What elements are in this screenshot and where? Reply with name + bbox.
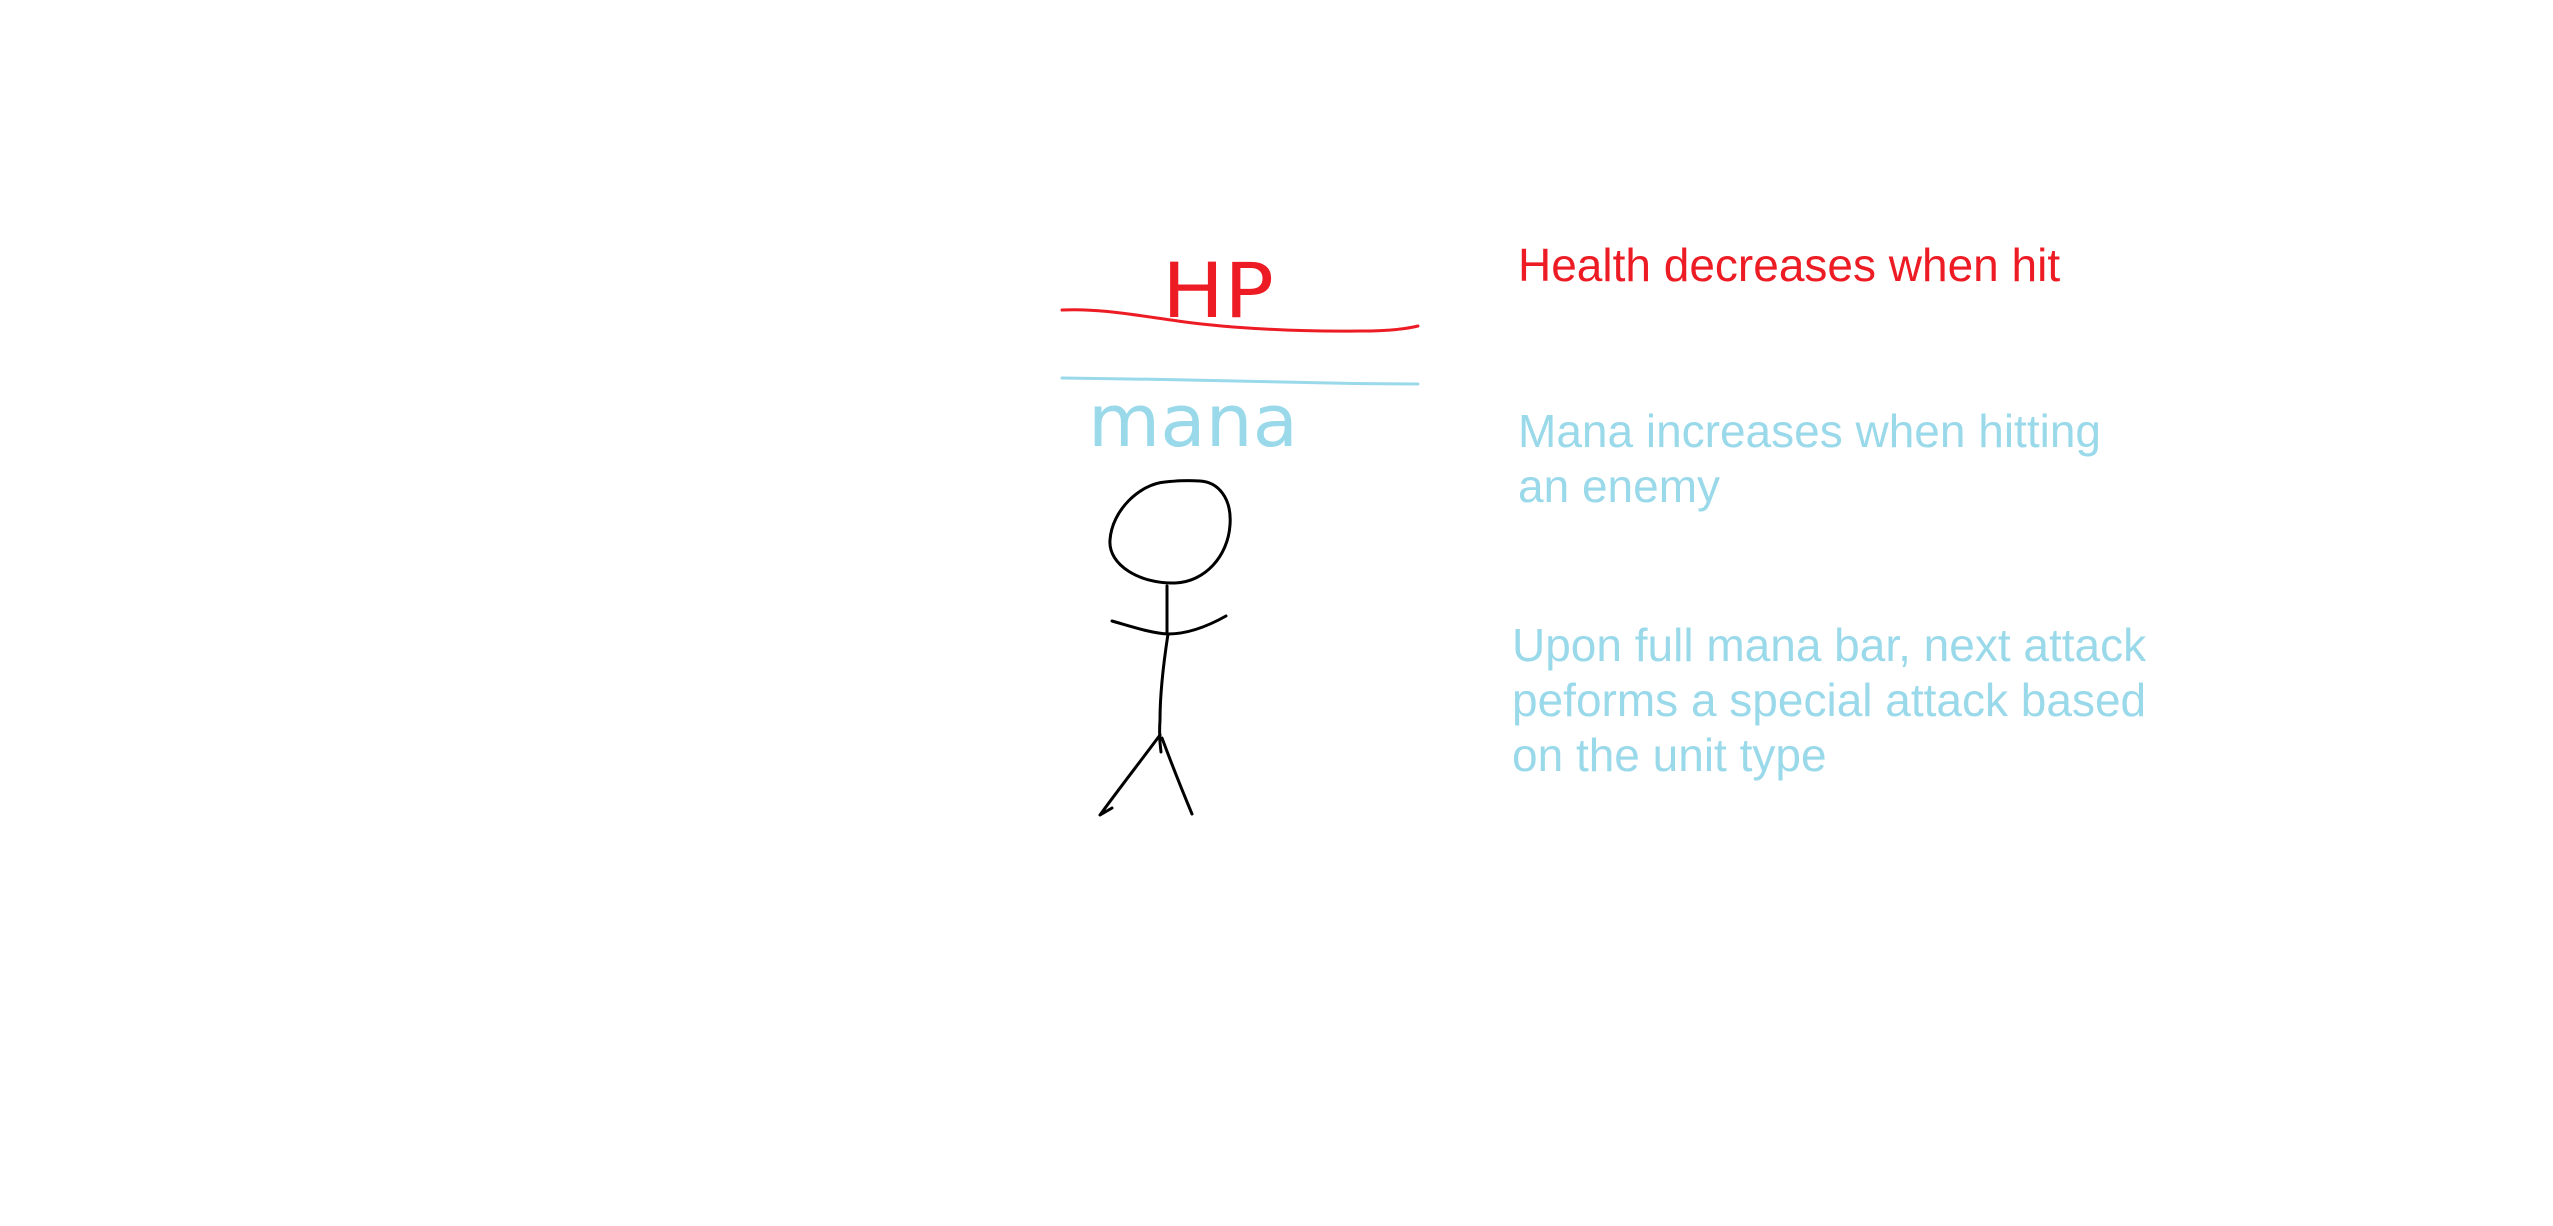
mana-bar [1060,376,1420,386]
mana-note: Mana increases when hitting an enemy [1518,404,2101,514]
special-note-line: on the unit type [1512,729,1827,781]
health-note: Health decreases when hit [1518,238,2060,293]
special-note-line: peforms a special attack based [1512,674,2147,726]
stick-figure-legs [1098,733,1194,817]
health-note-line: Health decreases when hit [1518,239,2061,291]
stick-figure-head [1108,479,1232,585]
health-bar [1060,308,1420,333]
special-note-line: Upon full mana bar, next attack [1512,619,2147,671]
stick-figure-torso [1158,632,1170,754]
mana-note-line: Mana increases when hitting [1518,405,2101,457]
mana-label: mana [1088,379,1298,463]
stick-figure-arms [1110,614,1228,636]
mana-note-line: an enemy [1518,460,1721,512]
special-attack-note: Upon full mana bar, next attack peforms … [1512,618,2146,783]
